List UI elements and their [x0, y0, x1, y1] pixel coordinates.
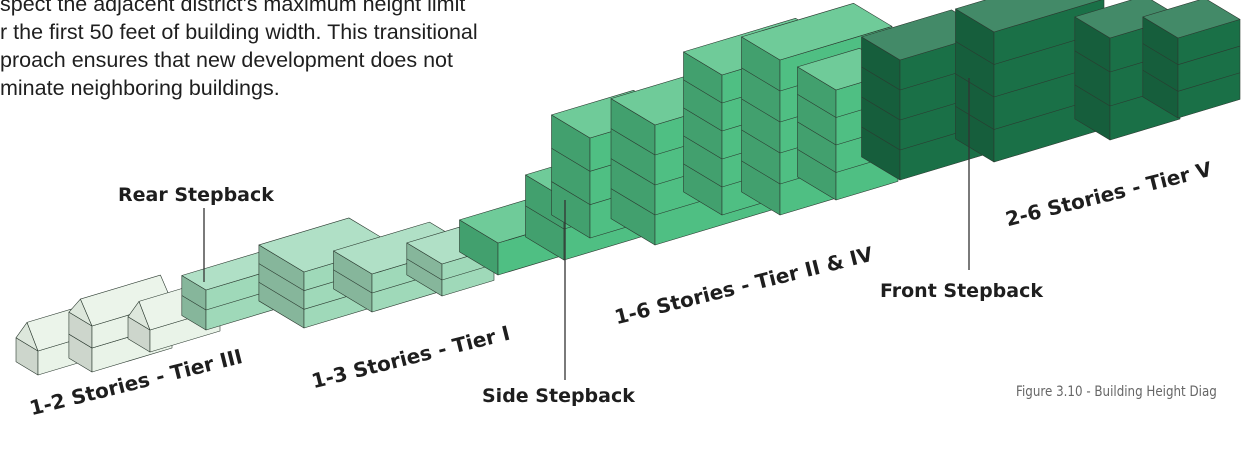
- tier5-block-floor-line: [1074, 50, 1111, 73]
- tier5-block-floor-line: [1142, 43, 1179, 65]
- tier1-block-floor-line: [181, 295, 207, 311]
- intro-paragraph: spect the adjacent district's maximum he…: [0, 0, 640, 102]
- tier5-block-floor-line: [1177, 45, 1241, 65]
- tier2-block-floor-line: [551, 181, 591, 205]
- tier5-block-floor-line: [861, 126, 901, 151]
- tier5-block-side: [1074, 16, 1111, 141]
- tier1-block-floor-line: [333, 269, 373, 294]
- tier2-block-floor-line: [551, 147, 591, 172]
- tier5-block-floor-line: [955, 41, 995, 65]
- tier2-block-floor-line: [741, 160, 781, 185]
- tier2-block-floor-line: [741, 67, 781, 92]
- front-stepback-label: Front Stepback: [880, 280, 1043, 302]
- tier2-block-floor-line: [683, 163, 723, 188]
- tier2-block-floor-line: [610, 158, 656, 186]
- paragraph-line: r the first 50 feet of building width. T…: [0, 20, 478, 44]
- tier5-block-top: [1142, 0, 1241, 39]
- tier5-block-floor-line: [861, 66, 901, 91]
- tier5-block-floor-line: [1074, 84, 1111, 107]
- tier2-block-floor-line: [797, 121, 837, 146]
- tier2-block-floor-line: [683, 79, 723, 104]
- tier2-block-floor-line: [683, 107, 723, 132]
- tier1-block-floor-line: [406, 258, 443, 281]
- tier2-block-floor-line: [741, 129, 781, 154]
- tier2-block-floor-line: [683, 135, 723, 160]
- tier2-block-side: [683, 51, 723, 216]
- tier2-block-floor-line: [610, 128, 656, 156]
- rear-stepback-label: Rear Stepback: [118, 184, 274, 206]
- tier2-block-floor-line: [797, 149, 837, 173]
- tier1-block-floor-line: [258, 263, 305, 291]
- tier2-block-floor-line: [525, 205, 565, 230]
- tier5-block-top: [955, 0, 1102, 33]
- paragraph-line: minate neighboring buildings.: [0, 76, 280, 100]
- tier2-block-side: [741, 36, 781, 216]
- building-massing-group: [15, 0, 1241, 376]
- tier2-block-floor-line: [741, 98, 781, 123]
- tier1-block-floor-line: [258, 282, 305, 310]
- tier5-block-floor-line: [1177, 72, 1241, 92]
- tier5-block-floor-line: [955, 106, 995, 130]
- paragraph-line: spect the adjacent district's maximum he…: [0, 0, 466, 16]
- tier2-block-floor-line: [610, 188, 656, 216]
- tier5-block-floor-line: [1142, 69, 1179, 92]
- tier5-block-floor-line: [955, 73, 995, 98]
- tier5-block-floor-line: [861, 96, 901, 121]
- tier2-block-floor-line: [797, 94, 837, 118]
- side-stepback-label: Side Stepback: [482, 385, 635, 407]
- figure-caption: Figure 3.10 - Building Height Diag: [1016, 384, 1217, 400]
- paragraph-line: proach ensures that new development does…: [0, 48, 453, 72]
- tier2-block-top: [741, 2, 893, 61]
